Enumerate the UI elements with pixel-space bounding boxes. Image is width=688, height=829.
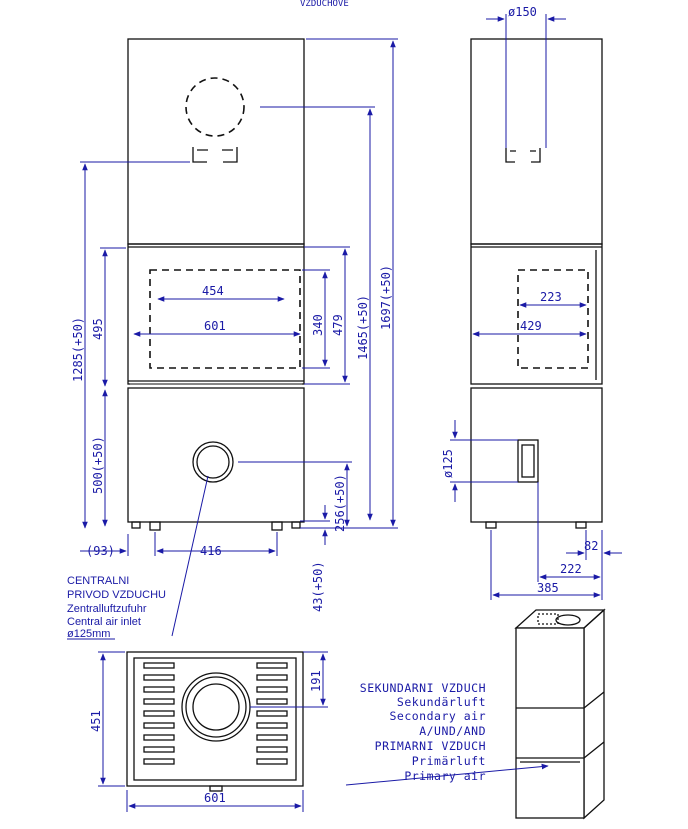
svg-text:Zentralluftzufuhr: Zentralluftzufuhr xyxy=(67,603,147,615)
svg-text:SEKUNDARNI VZDUCH: SEKUNDARNI VZDUCH xyxy=(360,681,486,695)
dim-601-front: 601 xyxy=(204,319,226,333)
dim-500: 500(+50) xyxy=(91,436,105,494)
front-body-top xyxy=(127,38,305,245)
dim-82: 82 xyxy=(584,539,598,553)
front-glass-dashed xyxy=(149,269,301,369)
dim-454: 454 xyxy=(202,284,224,298)
dim-inlet-125: ø125 xyxy=(441,449,455,478)
central-air-note: CENTRALNI PRIVOD VZDUCHU Zentralluftzufu… xyxy=(67,575,166,640)
dim-601-top: 601 xyxy=(204,791,226,805)
dim-1697: 1697(+50) xyxy=(379,265,393,330)
side-dimensions: ø150 223 429 ø125 82 222 385 xyxy=(441,5,622,600)
dim-222: 222 xyxy=(560,562,582,576)
svg-text:Secondary air: Secondary air xyxy=(389,709,486,723)
front-body-bottom xyxy=(127,387,305,523)
dim-1465: 1465(+50) xyxy=(356,295,370,360)
dim-416: 416 xyxy=(200,544,222,558)
front-firebox xyxy=(127,243,305,385)
dim-flue-150: ø150 xyxy=(508,5,537,19)
svg-text:PRIMARNI VZDUCH: PRIMARNI VZDUCH xyxy=(375,739,486,753)
svg-text:ø125mm: ø125mm xyxy=(67,628,110,640)
svg-text:Primärluft: Primärluft xyxy=(412,754,486,768)
svg-text:CENTRALNI: CENTRALNI xyxy=(67,575,129,587)
dim-191: 191 xyxy=(309,670,323,692)
svg-text:A/UND/AND: A/UND/AND xyxy=(419,724,486,738)
dim-495: 495 xyxy=(91,318,105,340)
air-labels: SEKUNDARNI VZDUCH Sekundärluft Secondary… xyxy=(345,681,549,786)
dim-429: 429 xyxy=(520,319,542,333)
dim-340: 340 xyxy=(311,314,325,336)
central-air-inlet xyxy=(192,441,234,483)
svg-text:Central air inlet: Central air inlet xyxy=(67,616,141,628)
dim-256: 256(+50) xyxy=(333,474,347,532)
svg-text:PRIVOD VZDUCHU: PRIVOD VZDUCHU xyxy=(67,589,166,601)
top-dimensions: 451 191 601 xyxy=(89,651,328,812)
dim-93: (93) xyxy=(86,544,115,558)
dim-385: 385 xyxy=(537,581,559,595)
header-label: VZDUCHOVÉ xyxy=(300,0,349,9)
svg-text:Sekundärluft: Sekundärluft xyxy=(397,695,486,709)
iso-view xyxy=(514,608,606,820)
flue-outlet-dashed xyxy=(185,77,245,137)
top-view xyxy=(126,651,304,792)
side-view xyxy=(470,38,603,529)
dim-479: 479 xyxy=(331,314,345,336)
dim-43: 43(+50) xyxy=(311,561,325,612)
dim-223: 223 xyxy=(540,290,562,304)
front-dimensions: 454 601 340 479 1465(+50) 1697(+50) 495 … xyxy=(71,38,398,637)
dim-1285: 1285(+50) xyxy=(71,317,85,382)
front-view xyxy=(127,38,305,531)
dim-451: 451 xyxy=(89,710,103,732)
